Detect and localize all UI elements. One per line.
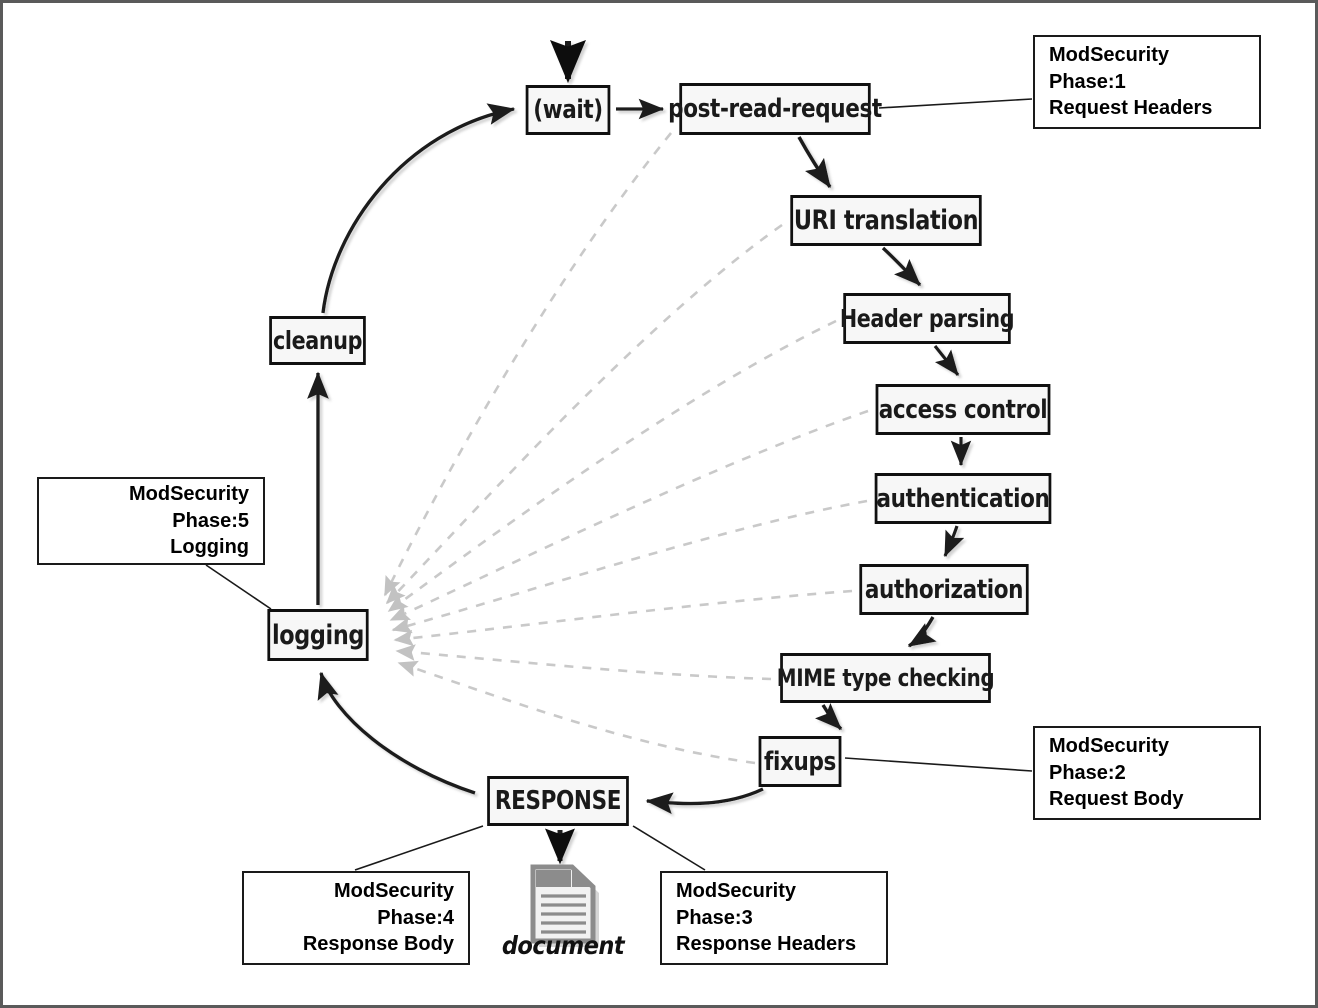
node-label: (wait) — [533, 95, 603, 125]
log-edge-from-postread — [383, 132, 673, 597]
node-label: fixups — [764, 746, 836, 777]
node-label: URI translation — [793, 205, 979, 236]
leader-phase4 — [354, 825, 484, 871]
callout-line-2: Response Body — [302, 933, 454, 956]
callout-line-2: Logging — [170, 536, 249, 559]
log-edge-from-fixups — [397, 660, 756, 765]
node-wait[interactable]: (wait) — [525, 85, 611, 135]
callout-modsecurity-phase-1: ModSecurity Phase:1 Request Headers — [1033, 35, 1261, 129]
callout-line-2: Request Headers — [1049, 97, 1213, 120]
node-cleanup[interactable]: cleanup — [269, 316, 366, 365]
edge-mime-to-fixups — [815, 703, 843, 731]
node-post-read-request[interactable]: post-read-request — [668, 83, 882, 135]
node-access-control[interactable]: access control — [875, 384, 1051, 435]
diagram-edges-layer — [205, 40, 1033, 947]
leader-phase2 — [844, 757, 1033, 772]
callout-modsecurity-phase-3: ModSecurity Phase:3 Response Headers — [660, 871, 888, 965]
edge-fixups-to-response — [645, 787, 764, 815]
node-label: MIME type checking — [776, 664, 995, 692]
callout-line-1: ModSecurity Phase:2 — [1049, 735, 1170, 784]
node-header-parsing[interactable]: Header parsing — [840, 293, 1015, 344]
node-label: cleanup — [272, 326, 363, 355]
node-uri-translation[interactable]: URI translation — [790, 195, 982, 246]
node-authentication[interactable]: authentication — [874, 473, 1052, 524]
leader-phase5 — [205, 564, 272, 610]
callout-line-1: ModSecurity Phase:5 — [128, 483, 249, 532]
node-label: post-read-request — [668, 94, 882, 124]
callout-line-1: ModSecurity Phase:4 — [333, 880, 454, 929]
edge-header-to-access — [933, 345, 960, 377]
node-label: Header parsing — [839, 304, 1015, 333]
node-authorization[interactable]: authorization — [859, 564, 1029, 615]
callout-line-1: ModSecurity Phase:1 — [1049, 44, 1170, 93]
log-edge-from-mime — [395, 644, 772, 681]
callout-modsecurity-phase-4: ModSecurity Phase:4 Response Body — [242, 871, 470, 965]
node-label: access control — [878, 394, 1048, 425]
edge-postread-to-uri — [797, 136, 832, 189]
edge-response-to-logging — [317, 671, 476, 795]
callout-line-2: Response Headers — [676, 933, 857, 956]
callout-modsecurity-phase-5: ModSecurity Phase:5 Logging — [37, 477, 265, 565]
document-page-icon — [530, 864, 599, 947]
node-mime-type-checking[interactable]: MIME type checking — [776, 653, 995, 703]
node-fixups[interactable]: fixups — [758, 736, 842, 787]
node-label: authorization — [864, 574, 1024, 605]
log-edge-from-authz — [393, 589, 853, 647]
node-logging[interactable]: logging — [267, 609, 369, 661]
log-edge-from-access — [389, 409, 869, 622]
callout-line-1: ModSecurity Phase:3 — [676, 880, 797, 929]
log-edge-from-header — [387, 319, 837, 613]
leader-phase1 — [878, 98, 1033, 109]
node-label: RESPONSE — [494, 786, 622, 816]
log-edge-from-uri — [385, 223, 783, 605]
node-label: logging — [272, 619, 364, 651]
node-label: authentication — [876, 483, 1050, 514]
callout-modsecurity-phase-2: ModSecurity Phase:2 Request Body — [1033, 726, 1261, 820]
document-label: document — [501, 931, 625, 960]
callout-line-2: Request Body — [1049, 788, 1184, 811]
edge-authz-to-mime — [907, 616, 937, 648]
node-response[interactable]: RESPONSE — [487, 776, 629, 826]
edge-cleanup-to-wait — [321, 103, 516, 314]
edge-authn-to-authz — [943, 525, 965, 558]
edge-uri-to-header — [881, 246, 922, 287]
leader-phase3 — [632, 825, 706, 871]
